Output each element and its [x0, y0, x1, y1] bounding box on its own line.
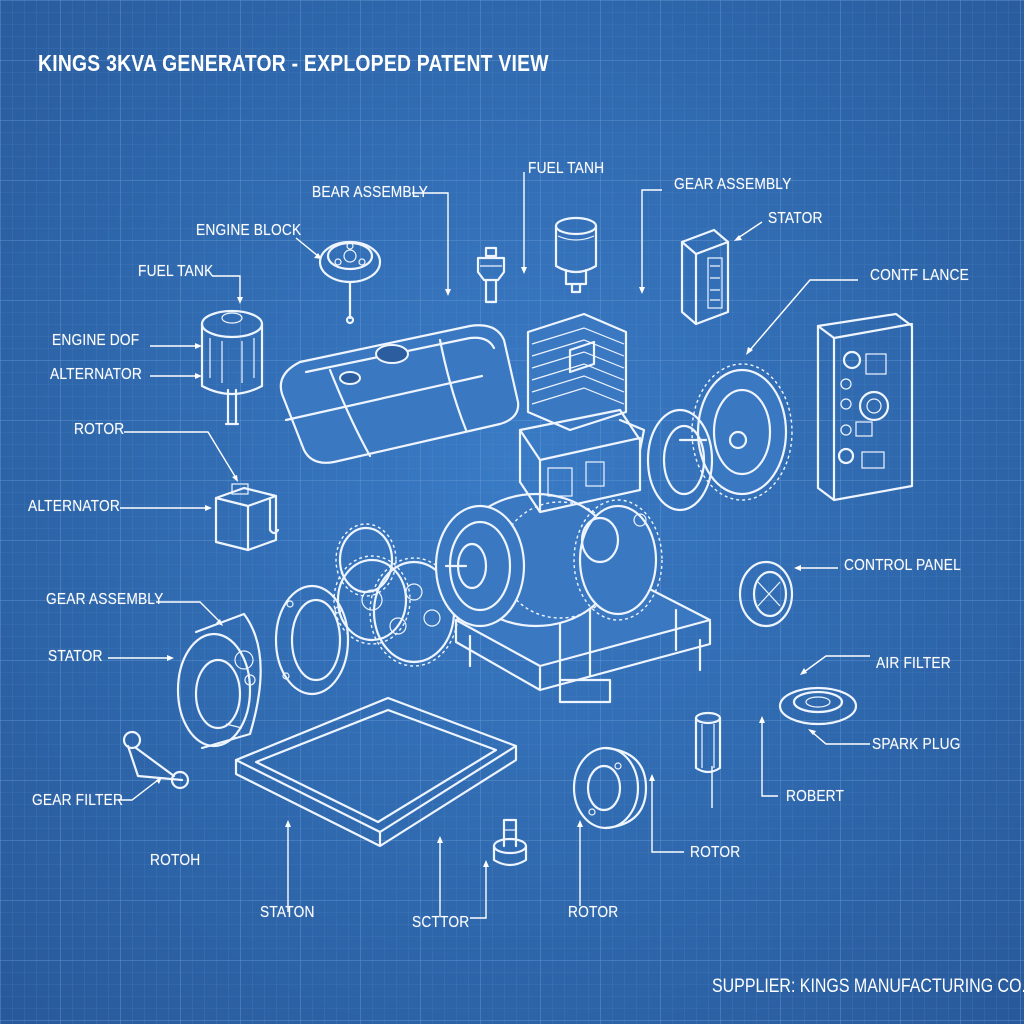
- carburetor-part: [200, 309, 264, 426]
- stator-housing-part: [176, 612, 262, 750]
- supplier-note: SUPPLIER: KINGS MANUFACTURING CO.: [712, 976, 1024, 997]
- fuel-tank-part: [279, 324, 520, 464]
- alternator-block-part: [214, 483, 280, 552]
- label-stator-top: STATOR: [768, 210, 823, 227]
- label-control-panel: CONTROL PANEL: [844, 557, 961, 574]
- diagram-title: KINGS 3KVA GENERATOR - EXPLOPED PATENT V…: [38, 50, 549, 76]
- label-fuel-tank-left: FUEL TANK: [138, 263, 214, 280]
- label-rotor-bottom: ROTOR: [568, 904, 619, 921]
- label-sctor: SCTTOR: [412, 914, 470, 931]
- label-gear-assembly-left: GEAR ASSEMBLY: [46, 591, 164, 608]
- label-rotor-right: ROTOR: [690, 844, 741, 861]
- label-staton: STATON: [260, 904, 315, 921]
- cylinder-head-part: [518, 312, 646, 514]
- label-rotoh: ROTOH: [150, 852, 201, 869]
- label-gear-filter: GEAR FILTER: [32, 792, 124, 809]
- gear-filter-linkage: [122, 730, 190, 790]
- label-fuel-tank-top: FUEL TANH: [528, 160, 605, 177]
- stator-box-part: [680, 228, 730, 326]
- label-bear-assembly: BEAR ASSEMBLY: [312, 184, 428, 201]
- leader-lines: [108, 172, 870, 919]
- rotor-housing-part: [572, 746, 648, 830]
- control-panel-disc: [738, 560, 794, 628]
- stator-ring-part: [274, 584, 350, 696]
- label-alternator-left: ALTERNATOR: [50, 366, 142, 383]
- engine-main-body: [434, 492, 712, 704]
- label-air-filter: AIR FILTER: [876, 655, 951, 672]
- label-alternator-mid: ALTERNATOR: [28, 498, 120, 515]
- label-rotor-left: ROTOR: [74, 421, 125, 438]
- label-robert: ROBERT: [786, 788, 845, 805]
- label-spark-plug: SPARK PLUG: [872, 736, 961, 753]
- bear-assembly-part: [318, 240, 382, 325]
- fuel-valve-part: [476, 246, 506, 304]
- air-filter-ring: [778, 686, 858, 726]
- fuel-tank-cap-part: [554, 216, 598, 294]
- label-engine-dof: ENGINE DOF: [52, 332, 140, 349]
- small-bushing-part: [492, 818, 528, 867]
- label-stator-left: STATOR: [48, 648, 103, 665]
- label-contf-lance: CONTF LANCE: [870, 267, 969, 284]
- label-gear-assembly-top: GEAR ASSEMBLY: [674, 176, 792, 193]
- frame-base-part: [234, 696, 518, 848]
- control-panel-board: [816, 312, 914, 502]
- flywheel-gear-part: [646, 363, 793, 512]
- spark-plug-cylinder: [694, 711, 722, 774]
- label-engine-block: ENGINE BLOCK: [196, 222, 302, 239]
